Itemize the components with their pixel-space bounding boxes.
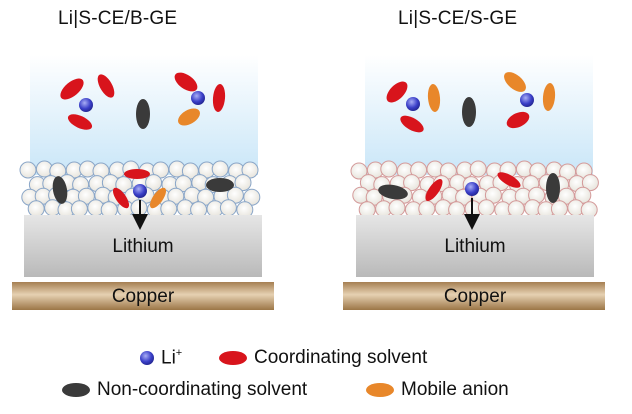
non-coordinating-solvent-mark (462, 97, 476, 127)
coordinating-solvent-mark (112, 187, 130, 209)
legend-li-ion: Li+ (139, 347, 182, 369)
coordinating-solvent-mark (97, 74, 115, 98)
sei-particle (380, 160, 398, 178)
lithium-label-left: Lithium (112, 236, 173, 257)
copper-block-left (12, 282, 274, 310)
sei-layer-right (350, 160, 599, 219)
coordinating-solvent-mark (400, 115, 424, 133)
sei-particle (234, 174, 252, 192)
mobile-anion-mark (504, 72, 526, 92)
sei-particle (388, 199, 406, 217)
coordinating-solvent-icon (219, 351, 247, 365)
electrolyte-region-right (365, 55, 593, 175)
sei-particle (477, 199, 495, 217)
coordinating-solvent-mark (60, 78, 84, 100)
li-ion-mark (133, 184, 147, 198)
coordinating-solvent-mark (212, 84, 226, 112)
legend-non-coordinating-label: Non-coordinating solvent (97, 379, 308, 400)
sei-particle (160, 200, 178, 218)
copper-label-left: Copper (112, 286, 175, 307)
solvation-cluster-right-2 (504, 72, 556, 129)
li-ion-mark (406, 97, 420, 111)
sei-particle (469, 160, 487, 178)
sei-particle (550, 200, 568, 218)
panel-left-title: Li|S-CE/B-GE (58, 8, 178, 29)
copper-label-right: Copper (444, 286, 507, 307)
sei-particle (581, 174, 599, 192)
coordinating-solvent-mark (174, 72, 198, 92)
li-ion-mark (79, 98, 93, 112)
li-ion-mark (191, 91, 205, 105)
solvation-cluster-right-1 (386, 81, 441, 133)
non-coordinating-solvent-mark (136, 99, 150, 129)
sei-layer-left (19, 160, 261, 219)
mobile-anion-mark (427, 84, 441, 112)
li-ion-mark (520, 93, 534, 107)
li-ion-icon (140, 351, 154, 366)
sei-particle (507, 200, 525, 218)
mobile-anion-icon (366, 383, 394, 397)
non-coordinating-solvent-mark (378, 184, 408, 200)
legend-coordinating: Coordinating solvent (218, 347, 427, 369)
mobile-anion-mark (149, 187, 167, 209)
coordinating-solvent-mark (386, 81, 408, 103)
coordinating-solvent-mark (506, 111, 530, 129)
solvation-cluster-left-1 (60, 74, 115, 130)
panel-right-title: Li|S-CE/S-GE (398, 8, 518, 29)
sei-particle (211, 160, 229, 178)
non-coordinating-solvent-mark (52, 176, 68, 204)
coordinating-solvent-mark (67, 114, 93, 130)
legend-anion: Mobile anion (365, 379, 509, 401)
coordinating-solvent-mark (124, 169, 150, 179)
sei-particle (145, 174, 163, 192)
mobile-anion-mark (178, 108, 200, 126)
legend-coordinating-label: Coordinating solvent (254, 347, 428, 368)
legend-non-coordinating: Non-coordinating solvent (61, 379, 307, 401)
li-ion-mark (465, 182, 479, 196)
sei-particle (19, 161, 37, 179)
coordinating-solvent-mark (497, 172, 521, 188)
panel-left: Lithium Copper (12, 55, 274, 310)
legend-anion-label: Mobile anion (401, 379, 509, 400)
non-coordinating-solvent-mark (206, 178, 234, 192)
solvation-cluster-left-2 (174, 72, 226, 126)
copper-block-right (343, 282, 605, 310)
non-coordinating-solvent-mark (546, 173, 560, 203)
sei-particle (403, 174, 421, 192)
lithium-label-right: Lithium (444, 236, 505, 257)
legend-li-ion-label: Li+ (161, 347, 183, 369)
panel-right: Lithium Copper (343, 55, 605, 310)
mobile-anion-mark (542, 83, 556, 111)
sei-particle (27, 200, 45, 218)
sei-particle (70, 200, 88, 218)
coordinating-solvent-mark (425, 178, 443, 202)
sei-particle (418, 200, 436, 218)
non-coordinating-solvent-icon (62, 383, 90, 397)
sei-particle (219, 199, 237, 217)
